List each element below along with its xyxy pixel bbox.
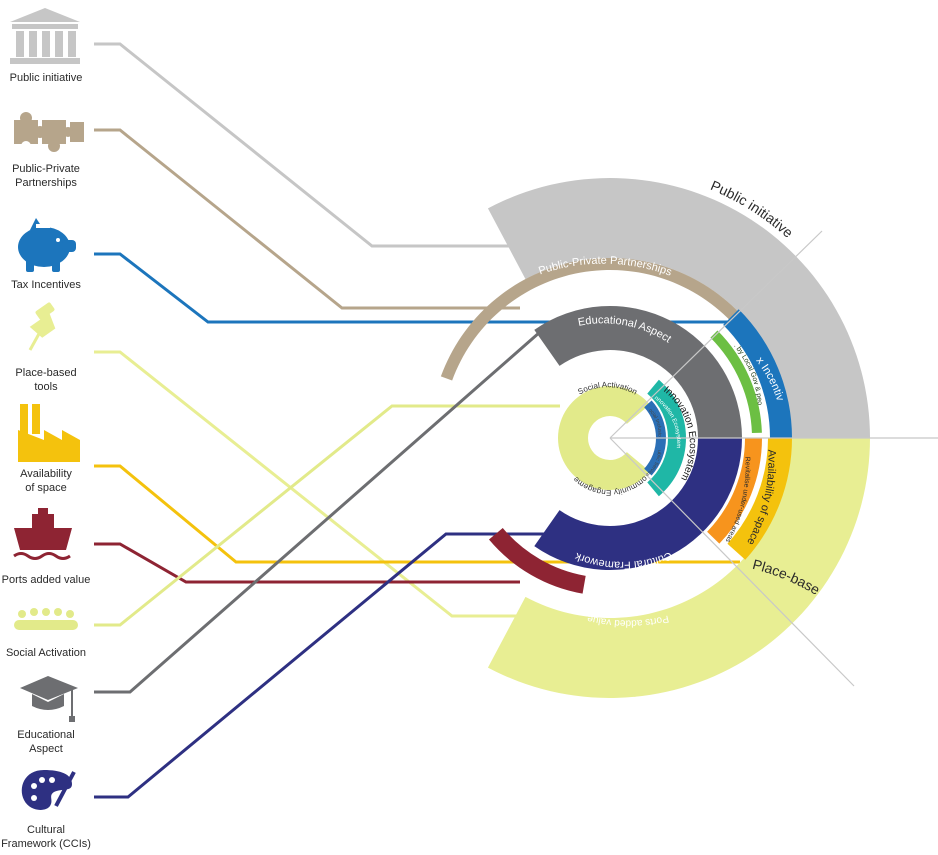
connector-lines [94,42,760,799]
connector-ppp [94,128,520,310]
connector-space [94,464,740,564]
arc-innovation [647,379,687,497]
connector-ports [94,542,520,584]
connector-public-initiative [94,42,560,248]
connector-educational [94,330,541,694]
legend-label-ppp-1: Public-Private [12,163,80,175]
building-icon [10,8,80,64]
legend-label-place-1: Place-based [15,367,76,379]
legend-label-social: Social Activation [6,647,86,659]
arc-ppp [440,258,740,381]
legend-label-edu-1: Educational [17,729,75,741]
people-icon [14,608,78,630]
legend-label-space-1: Availability [20,468,72,480]
arc-educational [534,305,742,438]
palette-icon [21,770,76,810]
factory-icon [18,404,80,462]
arc-tax-sub [710,330,762,434]
pushpin-icon [28,302,56,351]
arc-ports [488,527,586,594]
legend-label-ports: Ports added value [2,574,91,586]
arc-tax-incentives [723,309,792,438]
legend-label-edu-2: Aspect [29,743,63,755]
arc-community [558,438,650,490]
legend-label-place-2: tools [34,381,58,393]
arc-public-initiative [487,178,870,438]
connector-place-based [94,350,560,618]
legend-label-ppp-2: Partnerships [15,177,77,189]
legend-label-cult-1: Cultural [27,824,65,836]
arc-rings [440,178,870,698]
legend: Public initiative Public-Private Partner… [1,8,91,850]
legend-label-cult-2: Framework (CCIs) [1,838,91,850]
ship-icon [13,508,72,560]
piggy-bank-icon [18,218,76,272]
connector-social [94,404,560,627]
arc-social [558,386,650,438]
arc-availability [727,438,792,560]
arc-label-ports: Ports added value [586,612,670,628]
puzzle-icon [14,112,84,152]
arc-place-based [487,438,870,698]
arc-availability-sub [707,438,762,544]
graduation-cap-icon [20,676,78,722]
legend-label-space-2: of space [25,482,67,494]
arc-cultural [534,438,742,570]
axis-dividers [609,230,938,687]
legend-label-public-initiative: Public initiative [10,72,83,84]
arc-innovation-inner [644,400,666,476]
legend-label-tax: Tax Incentives [11,279,81,291]
